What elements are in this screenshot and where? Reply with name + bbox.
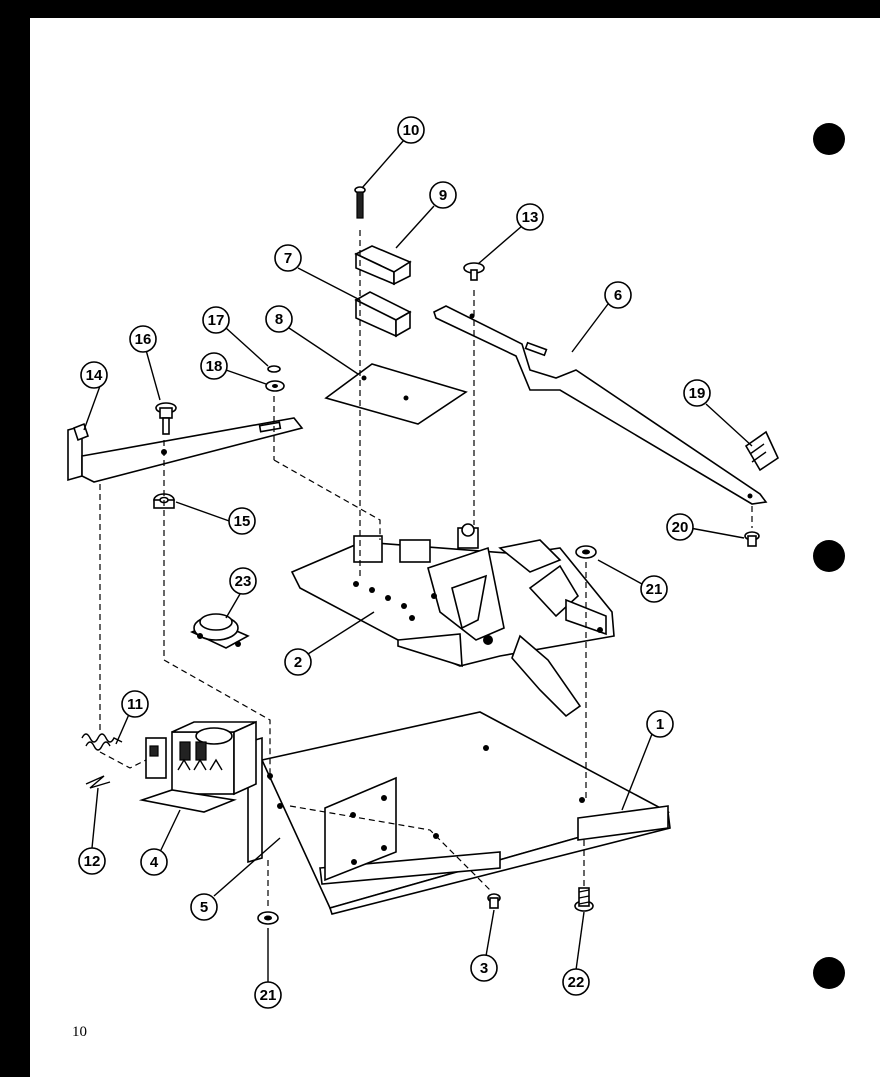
- callout-14: 14: [80, 361, 108, 389]
- svg-text:7: 7: [284, 250, 292, 267]
- callout-1: 1: [646, 710, 674, 738]
- part-switch-7: [354, 291, 412, 338]
- part-screw-10: [354, 186, 366, 219]
- callout-6: 6: [604, 281, 632, 309]
- leader-lines: [83, 139, 753, 982]
- callout-3: 3: [470, 954, 498, 982]
- svg-text:22: 22: [568, 974, 585, 991]
- callout-2: 2: [284, 648, 312, 676]
- svg-text:2: 2: [294, 654, 302, 671]
- part-tab: [744, 430, 780, 472]
- binder-hole-top: [813, 123, 845, 155]
- svg-text:21: 21: [646, 581, 663, 598]
- assembly-lines: [99, 230, 753, 908]
- svg-text:21: 21: [260, 987, 277, 1004]
- svg-text:18: 18: [206, 358, 223, 375]
- svg-text:9: 9: [439, 187, 447, 204]
- callout-8: 8: [265, 305, 293, 333]
- svg-text:17: 17: [208, 312, 225, 329]
- part-lever-arm: [433, 305, 768, 505]
- svg-text:13: 13: [522, 209, 539, 226]
- part-thermostat: [190, 613, 250, 649]
- svg-text:4: 4: [150, 854, 159, 871]
- part-insulator-plate: [324, 363, 468, 425]
- part-washers: [265, 365, 285, 392]
- svg-text:23: 23: [235, 573, 252, 590]
- part-screw-16: [155, 402, 177, 435]
- part-spring: [81, 733, 123, 751]
- binder-hole-middle: [813, 540, 845, 572]
- svg-text:3: 3: [480, 960, 488, 977]
- callout-22: 22: [562, 968, 590, 996]
- callout-5: 5: [190, 893, 218, 921]
- svg-text:11: 11: [127, 696, 143, 713]
- svg-text:19: 19: [689, 385, 706, 402]
- part-clip: [85, 775, 111, 789]
- callout-21-upper: 21: [640, 575, 668, 603]
- callout-20: 20: [666, 513, 694, 541]
- callout-21-lower: 21: [254, 981, 282, 1009]
- svg-text:20: 20: [672, 519, 689, 536]
- callout-11: 11: [121, 690, 149, 718]
- callout-7: 7: [274, 244, 302, 272]
- callout-23: 23: [229, 567, 257, 595]
- svg-text:6: 6: [614, 287, 622, 304]
- callout-17: 17: [202, 306, 230, 334]
- callout-4: 4: [140, 848, 168, 876]
- part-nut-21-lower: [257, 911, 279, 925]
- callout-19: 19: [683, 379, 711, 407]
- part-screw-13: [463, 262, 485, 281]
- callout-10: 10: [397, 116, 425, 144]
- part-screw-20: [744, 531, 760, 547]
- part-switch-9: [354, 245, 412, 286]
- svg-text:14: 14: [86, 367, 103, 384]
- part-screw-22: [574, 887, 594, 912]
- svg-text:12: 12: [84, 853, 101, 870]
- svg-text:10: 10: [403, 122, 420, 139]
- binder-hole-bottom: [813, 957, 845, 989]
- svg-text:8: 8: [275, 311, 283, 328]
- svg-text:1: 1: [656, 716, 664, 733]
- svg-text:5: 5: [200, 899, 208, 916]
- part-timer-motor: [138, 720, 257, 813]
- part-base-plate: [260, 711, 671, 915]
- callout-13: 13: [516, 203, 544, 231]
- svg-text:16: 16: [135, 331, 152, 348]
- callout-15: 15: [228, 507, 256, 535]
- callouts: 1 2 3 4 5 6 7 8 9 10 11 12 13 14 15 16 1…: [78, 116, 711, 1009]
- svg-text:15: 15: [234, 513, 251, 530]
- part-left-bracket: [67, 417, 304, 483]
- callout-16: 16: [129, 325, 157, 353]
- callout-18: 18: [200, 352, 228, 380]
- part-nut-21-upper: [575, 545, 597, 559]
- callout-9: 9: [429, 181, 457, 209]
- callout-12: 12: [78, 847, 106, 875]
- page-number: 10: [72, 1024, 87, 1040]
- part-switch-plate: [290, 523, 615, 718]
- part-screw-3: [487, 893, 501, 909]
